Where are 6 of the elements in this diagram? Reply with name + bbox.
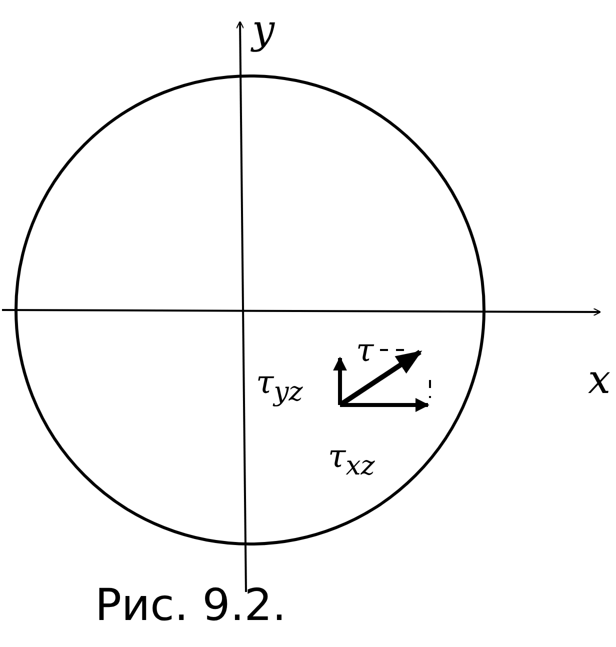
stress-label: τ$_{yz}$ xyxy=(256,366,303,406)
figure-caption: Рис. 9.2. xyxy=(95,584,286,628)
axis-label: y xyxy=(252,10,275,50)
stress-label: τ$_{xz}$ xyxy=(328,440,375,480)
axis-label: x xyxy=(588,360,611,400)
stress-label: τ xyxy=(356,334,374,366)
